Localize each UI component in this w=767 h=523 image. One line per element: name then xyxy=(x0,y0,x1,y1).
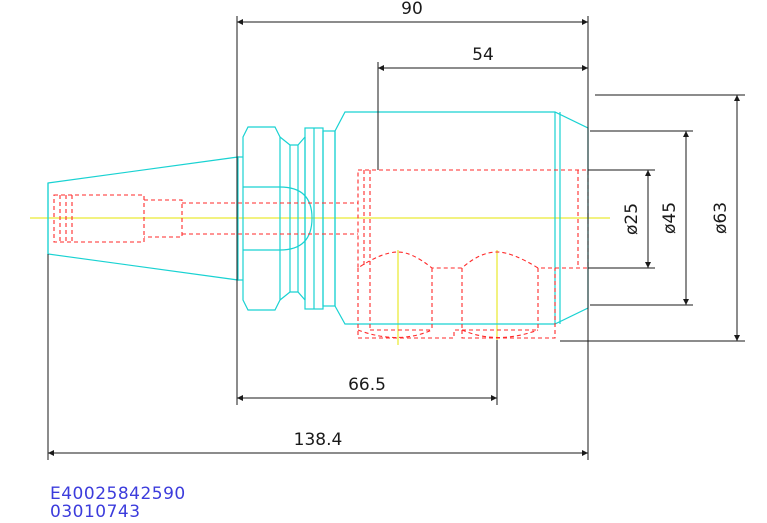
hidden-lines xyxy=(53,169,589,339)
dim-label-90: 90 xyxy=(401,0,423,19)
secondary-code: 03010743 xyxy=(50,502,141,522)
dim-label-dia-63: ø63 xyxy=(711,202,731,234)
dim-label-138-4: 138.4 xyxy=(294,430,343,450)
dim-label-dia-25: ø25 xyxy=(622,203,642,235)
dim-label-66-5: 66.5 xyxy=(348,375,386,395)
dim-label-54: 54 xyxy=(472,45,494,65)
dimensions xyxy=(47,16,745,460)
part-number: E40025842590 xyxy=(50,484,186,504)
dim-label-dia-45: ø45 xyxy=(660,202,680,234)
